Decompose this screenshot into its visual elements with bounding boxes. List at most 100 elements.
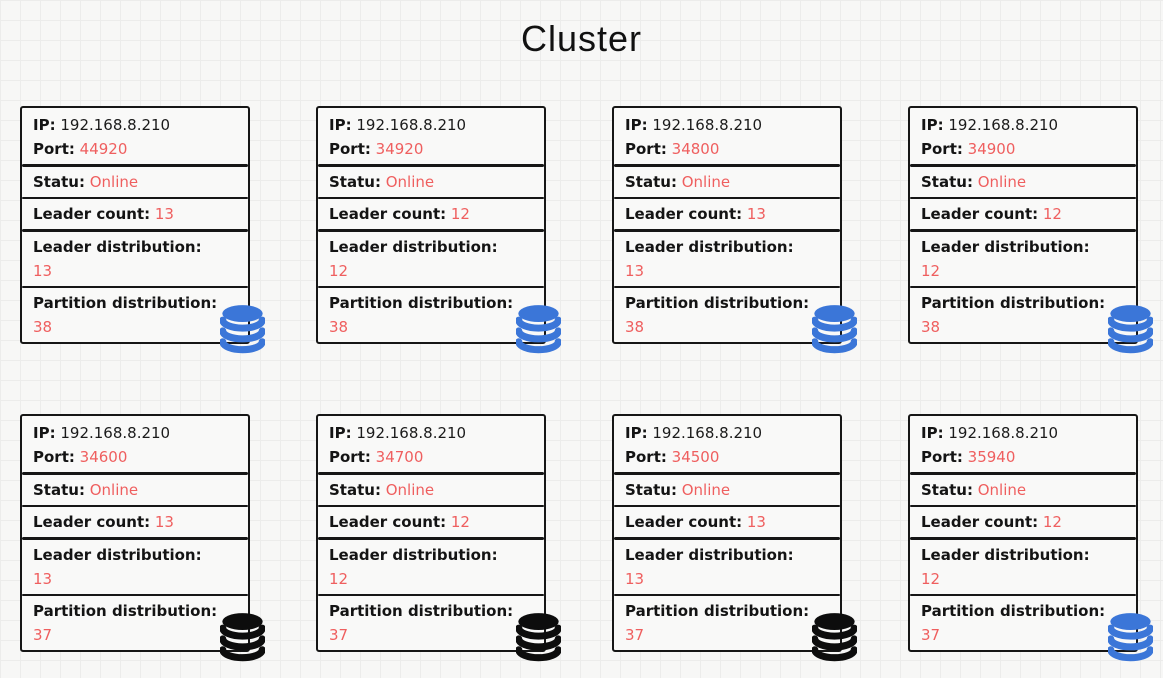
- ip-value: 192.168.8.210: [60, 424, 171, 442]
- status-label: Statu:: [921, 172, 973, 191]
- leader-distribution-label: Leader distribution:: [921, 545, 1090, 564]
- partition-distribution-section: Partition distribution: 38: [318, 288, 544, 342]
- partition-distribution-line: Partition distribution:: [329, 599, 533, 623]
- status-section: Statu: Online: [910, 167, 1136, 197]
- status-section: Statu: Online: [318, 475, 544, 505]
- partition-distribution-value-line: 38: [33, 315, 237, 339]
- port-value: 44920: [79, 140, 128, 158]
- leader-distribution-value: 12: [921, 569, 941, 588]
- partition-distribution-value-line: 37: [33, 623, 237, 647]
- leader-distribution-section: Leader distribution: 13: [614, 540, 840, 594]
- leader-count-section: Leader count: 13: [22, 199, 248, 229]
- ip-value: 192.168.8.210: [652, 116, 763, 134]
- partition-distribution-value: 37: [921, 626, 941, 644]
- leader-distribution-value: 13: [625, 261, 645, 280]
- partition-distribution-section: Partition distribution: 38: [22, 288, 248, 342]
- leader-count-label: Leader count:: [33, 205, 151, 223]
- section-divider: [910, 537, 1136, 540]
- port-line: Port: 34600: [33, 445, 237, 469]
- network-section: IP: 192.168.8.210 Port: 34500: [614, 416, 840, 472]
- leader-distribution-value-line: 12: [329, 567, 533, 591]
- port-line: Port: 35940: [921, 445, 1125, 469]
- status-label: Statu:: [33, 480, 85, 499]
- section-divider: [614, 504, 840, 507]
- ip-label: IP:: [329, 424, 352, 442]
- leader-distribution-value: 13: [625, 569, 645, 588]
- leader-count-value: 12: [450, 205, 470, 223]
- leader-distribution-section: Leader distribution: 12: [318, 540, 544, 594]
- leader-count-label: Leader count:: [33, 513, 151, 531]
- leader-distribution-value-line: 13: [625, 567, 829, 591]
- partition-distribution-label: Partition distribution:: [33, 602, 218, 620]
- status-value: Online: [681, 172, 731, 191]
- leader-distribution-value-line: 13: [33, 259, 237, 283]
- leader-distribution-line: Leader distribution:: [33, 543, 237, 567]
- section-divider: [910, 593, 1136, 596]
- leader-distribution-value-line: 12: [921, 567, 1125, 591]
- partition-distribution-section: Partition distribution: 37: [22, 596, 248, 650]
- partition-distribution-label: Partition distribution:: [625, 294, 810, 312]
- port-label: Port:: [329, 140, 371, 158]
- section-divider: [22, 285, 248, 288]
- section-divider: [614, 196, 840, 199]
- leader-distribution-label: Leader distribution:: [921, 237, 1090, 256]
- leader-distribution-section: Leader distribution: 13: [22, 540, 248, 594]
- leader-count-label: Leader count:: [921, 513, 1039, 531]
- network-section: IP: 192.168.8.210 Port: 34800: [614, 108, 840, 164]
- port-value: 34700: [375, 448, 424, 466]
- partition-distribution-line: Partition distribution:: [329, 291, 533, 315]
- leader-count-line: Leader count: 12: [921, 202, 1125, 226]
- section-divider: [22, 593, 248, 596]
- partition-distribution-label: Partition distribution:: [921, 294, 1106, 312]
- leader-distribution-value: 12: [329, 261, 349, 280]
- leader-count-value: 12: [1042, 513, 1062, 531]
- ip-label: IP:: [921, 116, 944, 134]
- partition-distribution-value: 37: [33, 626, 53, 644]
- leader-distribution-value: 12: [921, 261, 941, 280]
- section-divider: [910, 196, 1136, 199]
- port-label: Port:: [921, 448, 963, 466]
- partition-distribution-section: Partition distribution: 38: [614, 288, 840, 342]
- ip-label: IP:: [33, 116, 56, 134]
- section-divider: [318, 472, 544, 475]
- database-icon: [812, 613, 857, 662]
- leader-distribution-line: Leader distribution:: [625, 235, 829, 259]
- network-section: IP: 192.168.8.210 Port: 34900: [910, 108, 1136, 164]
- ip-value: 192.168.8.210: [652, 424, 763, 442]
- network-section: IP: 192.168.8.210 Port: 34700: [318, 416, 544, 472]
- ip-line: IP: 192.168.8.210: [625, 113, 829, 137]
- partition-distribution-section: Partition distribution: 37: [318, 596, 544, 650]
- cluster-node-card: IP: 192.168.8.210 Port: 34500 Statu: Onl…: [612, 414, 857, 662]
- status-value: Online: [89, 172, 139, 191]
- status-section: Statu: Online: [910, 475, 1136, 505]
- port-label: Port:: [625, 448, 667, 466]
- status-line: Statu: Online: [625, 478, 829, 502]
- leader-distribution-line: Leader distribution:: [329, 235, 533, 259]
- section-divider: [614, 593, 840, 596]
- status-line: Statu: Online: [33, 478, 237, 502]
- status-value: Online: [385, 172, 435, 191]
- leader-count-section: Leader count: 13: [614, 199, 840, 229]
- section-divider: [318, 196, 544, 199]
- diagram-title: Cluster: [520, 18, 643, 59]
- database-icon: [220, 305, 265, 354]
- port-line: Port: 44920: [33, 137, 237, 161]
- partition-distribution-value-line: 37: [921, 623, 1125, 647]
- leader-count-label: Leader count:: [625, 513, 743, 531]
- leader-count-value: 13: [154, 513, 174, 531]
- status-value: Online: [977, 172, 1027, 191]
- status-label: Statu:: [625, 172, 677, 191]
- partition-distribution-label: Partition distribution:: [921, 602, 1106, 620]
- ip-value: 192.168.8.210: [356, 424, 467, 442]
- partition-distribution-value-line: 38: [625, 315, 829, 339]
- section-divider: [22, 537, 248, 540]
- database-icon: [1108, 305, 1153, 354]
- status-line: Statu: Online: [921, 170, 1125, 194]
- node-row-bottom: IP: 192.168.8.210 Port: 34600 Statu: Onl…: [20, 414, 1153, 662]
- ip-line: IP: 192.168.8.210: [33, 421, 237, 445]
- partition-distribution-label: Partition distribution:: [329, 294, 514, 312]
- leader-distribution-value-line: 12: [921, 259, 1125, 283]
- partition-distribution-line: Partition distribution:: [33, 291, 237, 315]
- status-label: Statu:: [33, 172, 85, 191]
- partition-distribution-value-line: 37: [625, 623, 829, 647]
